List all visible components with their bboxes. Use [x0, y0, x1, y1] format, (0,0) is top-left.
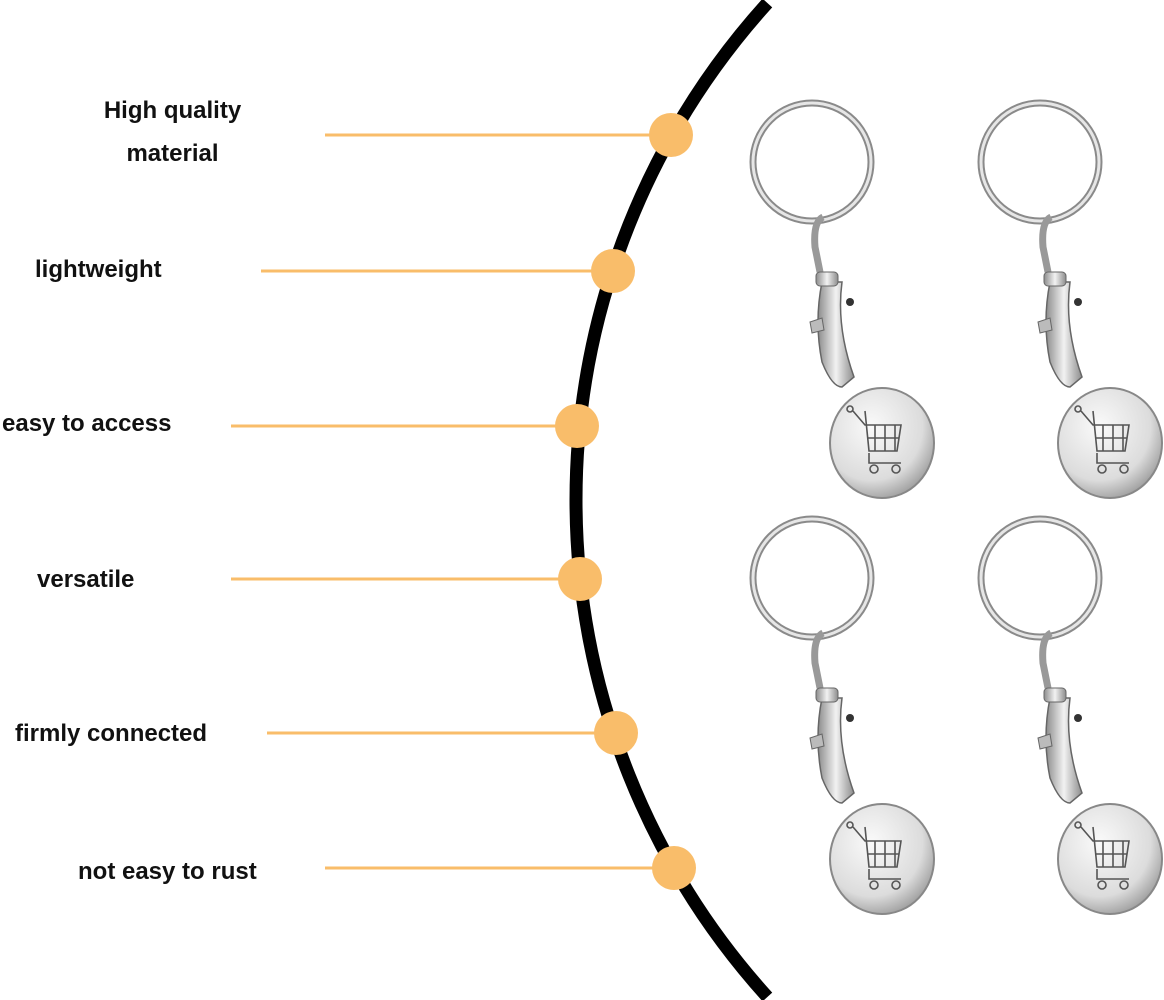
feature-label: High quality material [80, 96, 265, 169]
feature-label-line: High quality [103, 97, 242, 124]
keychain-image [981, 103, 1162, 498]
keychain-image [981, 519, 1162, 914]
keychain-image [753, 519, 934, 914]
feature-label: lightweight [35, 256, 162, 283]
feature-label: easy to access [2, 410, 172, 437]
feature-label: versatile [37, 566, 135, 593]
feature-label-line: material [126, 140, 219, 167]
feature-label: not easy to rust [78, 858, 257, 885]
feature-dots [555, 113, 696, 890]
keychain-image [753, 103, 934, 498]
connector-lines [231, 133, 674, 870]
feature-label: firmly connected [15, 720, 208, 747]
